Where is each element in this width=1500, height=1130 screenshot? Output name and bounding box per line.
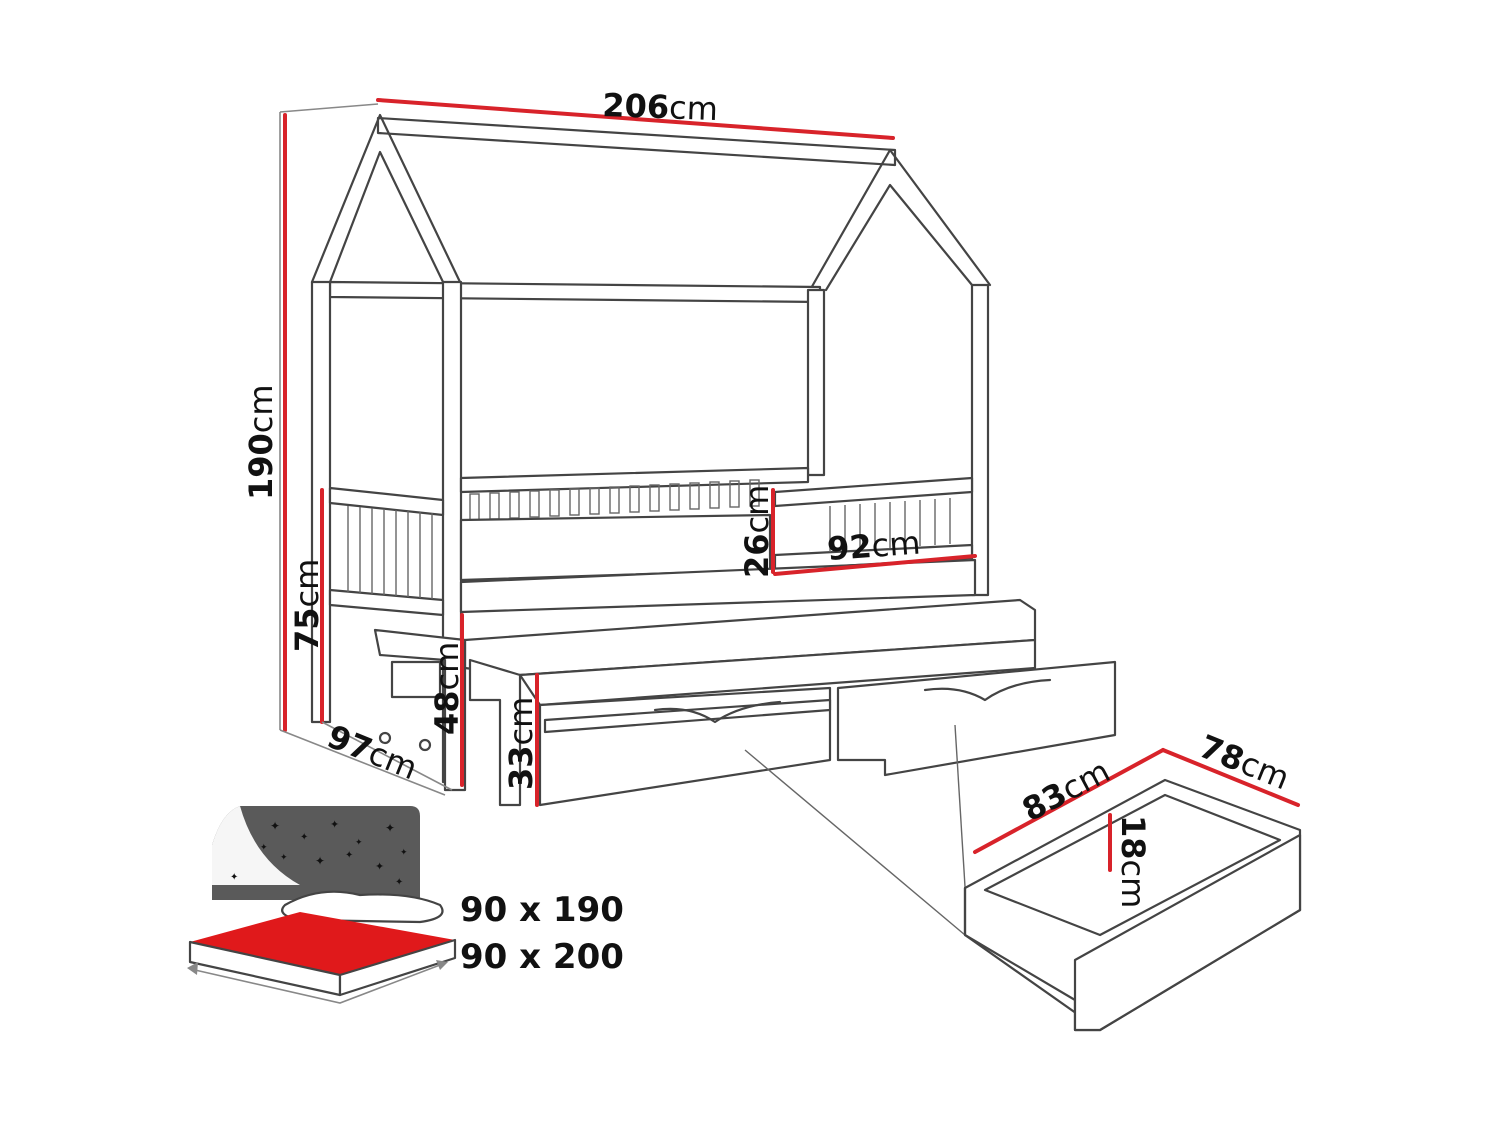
left-end-slats: [347, 506, 433, 599]
mattress-end: [338, 938, 457, 997]
left-end-top-rail: [328, 486, 445, 517]
drawer-detail-inner: [983, 793, 1282, 937]
left-end-bottom-rail: [328, 588, 445, 617]
trundle-height-label: 48cm: [428, 642, 466, 735]
svg-text:✦: ✦: [400, 848, 408, 858]
depth-label: 97cm: [322, 717, 423, 787]
depth-dimension-line: [321, 721, 453, 791]
trundle-left-frame: [373, 628, 467, 792]
extension-line: [279, 103, 379, 113]
svg-text:✦: ✦: [345, 850, 353, 861]
guard-length-dimension-line: [773, 554, 977, 576]
trundle-front-rail: [518, 638, 1037, 707]
mattress-illustration: ✦ ✦ ✦ ✦ ✦ ✦ ✦ ✦ ✦ ✦ ✦ ✦ ✦: [187, 806, 457, 1004]
drawer-front-height-label: 33cm: [502, 697, 540, 790]
svg-text:✦: ✦: [260, 843, 268, 853]
back-rail: [459, 466, 810, 494]
post-front-right: [970, 283, 990, 597]
back-gable: [310, 113, 462, 284]
drawer-length-dimension-line: [973, 748, 1165, 854]
caster-wheel: [378, 731, 392, 745]
trundle-handle-cutout: [390, 660, 442, 699]
mattress-size-arrow: [194, 964, 441, 1004]
mattress-size-1: 90 x 190: [460, 890, 624, 930]
stars: ✦ ✦ ✦ ✦ ✦ ✦ ✦ ✦ ✦ ✦ ✦ ✦ ✦: [230, 818, 408, 888]
guard-length-label: 92cm: [826, 524, 922, 568]
drawer-detail: [963, 778, 1302, 1032]
drawer-detail-face: [1073, 833, 1302, 1032]
height-label: 190cm: [242, 384, 280, 500]
drawer-right-front: [836, 660, 1117, 777]
drawer-left-handle: [653, 700, 782, 724]
guard-slats: [829, 498, 951, 552]
length-dimension-line: [376, 98, 895, 140]
crescent-moon: [212, 806, 300, 885]
svg-text:✦: ✦: [355, 838, 363, 848]
drawer-width-dimension-line: [1161, 748, 1300, 807]
svg-text:✦: ✦: [395, 877, 403, 888]
svg-text:✦: ✦: [375, 860, 384, 873]
guard-height-label: 26cm: [738, 485, 776, 578]
svg-text:✦: ✦: [270, 819, 280, 833]
svg-text:✦: ✦: [315, 854, 325, 868]
dimension-lines: [279, 98, 1300, 872]
arrow-head: [187, 962, 198, 975]
post-back-right: [806, 288, 826, 477]
svg-text:✦: ✦: [280, 853, 288, 863]
front-gable: [808, 148, 992, 292]
caster-wheel: [418, 738, 432, 752]
drawer-width-label: 78cm: [1194, 727, 1295, 797]
side-height-label: 75cm: [288, 559, 326, 652]
drawer-right: [836, 660, 1117, 777]
drawer-inner-height-label: 18cm: [1114, 815, 1152, 908]
svg-text:✦: ✦: [300, 832, 308, 843]
svg-text:✦: ✦: [230, 872, 238, 883]
bed-base: [459, 558, 977, 614]
svg-text:✦: ✦: [385, 821, 395, 835]
drawer-right-handle: [923, 678, 1052, 702]
house-bed-frame: [310, 113, 1117, 936]
mattress-size-2: 90 x 200: [460, 937, 624, 977]
length-label: 206cm: [602, 86, 719, 128]
ridge-beam: [376, 116, 897, 167]
drawer-left-face: [543, 698, 832, 734]
extension-line: [279, 729, 446, 796]
drawer-left: [538, 686, 832, 807]
zoom-line: [744, 749, 966, 936]
arrow-head: [436, 960, 448, 970]
top-cross-beam: [328, 280, 822, 304]
back-gable-inner: [328, 150, 445, 284]
front-gable-inner: [824, 183, 974, 292]
svg-text:✦: ✦: [330, 818, 339, 831]
